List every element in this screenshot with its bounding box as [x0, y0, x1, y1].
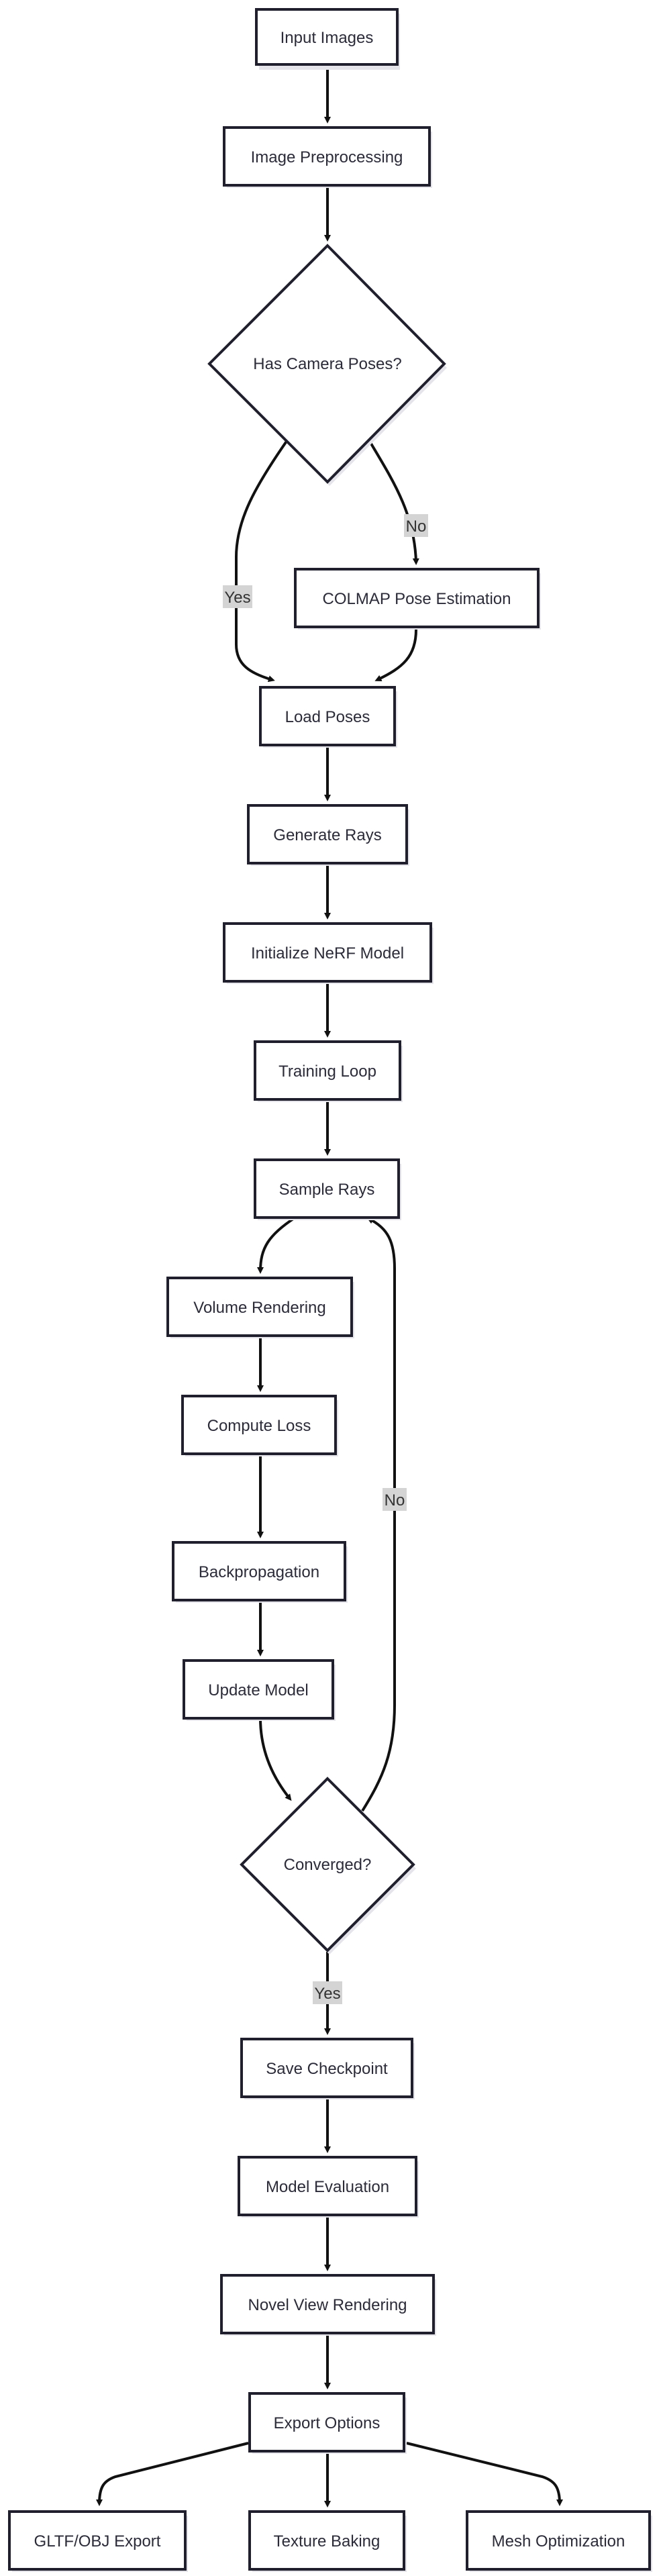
- node-initialize-nerf-model: Initialize NeRF Model: [223, 922, 434, 984]
- node-label: Converged?: [284, 1856, 372, 1874]
- edge-label-text: No: [406, 517, 427, 536]
- node-label: Novel View Rendering: [248, 2296, 407, 2314]
- edge-export-to-gltf: [96, 2442, 249, 2506]
- node-label: Compute Loss: [207, 1417, 311, 1435]
- node-label: GLTF/OBJ Export: [34, 2532, 161, 2550]
- node-label: Texture Baking: [274, 2532, 380, 2550]
- node-label: Mesh Optimization: [492, 2532, 625, 2550]
- edge-decision-yes-to-load-poses: [235, 439, 289, 683]
- node-label: Has Camera Poses?: [253, 355, 401, 373]
- edge-decision-no-to-colmap: [368, 439, 419, 565]
- edge-label-poses-yes: Yes: [223, 585, 252, 608]
- node-label: Model Evaluation: [266, 2178, 389, 2196]
- edge-export-to-mesh-optimization: [406, 2442, 563, 2506]
- edges: [96, 64, 563, 2508]
- node-converged: Converged?: [240, 1777, 416, 1954]
- node-label: Volume Rendering: [193, 1299, 325, 1317]
- node-label: Initialize NeRF Model: [251, 944, 404, 962]
- node-label: Backpropagation: [199, 1563, 319, 1581]
- edge-label-converged-no: No: [383, 1488, 407, 1511]
- node-sample-rays: Sample Rays: [254, 1158, 401, 1220]
- edge-label-poses-no: No: [404, 514, 428, 537]
- node-label: Image Preprocessing: [251, 148, 403, 166]
- node-update-model: Update Model: [183, 1659, 336, 1721]
- node-has-camera-poses: Has Camera Poses?: [207, 244, 447, 486]
- node-label: COLMAP Pose Estimation: [322, 590, 511, 608]
- edge-converged-no-to-sample-rays: [361, 1218, 396, 1812]
- edge-labels: Yes No No Yes: [223, 514, 428, 2004]
- node-label: Update Model: [208, 1681, 308, 1699]
- nodes: Input Images Image Preprocessing Has Cam…: [8, 8, 652, 2572]
- node-backpropagation: Backpropagation: [172, 1541, 348, 1603]
- edge-label-converged-yes: Yes: [313, 1981, 342, 2004]
- edge-sample-rays-to-volume-rendering: [257, 1216, 297, 1274]
- node-label: Load Poses: [285, 708, 370, 726]
- edge-label-text: Yes: [224, 589, 250, 607]
- node-colmap-pose-estimation: COLMAP Pose Estimation: [294, 568, 541, 630]
- node-compute-loss: Compute Loss: [181, 1395, 338, 1456]
- node-label: Sample Rays: [279, 1181, 375, 1199]
- node-training-loop: Training Loop: [254, 1040, 403, 1102]
- node-label: Export Options: [274, 2414, 380, 2432]
- node-volume-rendering: Volume Rendering: [166, 1277, 354, 1338]
- node-mesh-optimization: Mesh Optimization: [466, 2510, 652, 2572]
- node-label: Input Images: [281, 29, 374, 47]
- node-label: Generate Rays: [273, 826, 381, 844]
- edge-colmap-to-load-poses: [374, 629, 417, 681]
- node-label: Save Checkpoint: [266, 2060, 388, 2078]
- node-image-preprocessing: Image Preprocessing: [223, 126, 432, 188]
- edge-update-model-to-converged: [259, 1718, 292, 1801]
- node-input-images: Input Images: [255, 8, 400, 70]
- node-load-poses: Load Poses: [259, 686, 397, 748]
- node-gltf-obj-export: GLTF/OBJ Export: [8, 2510, 188, 2572]
- edge-label-text: Yes: [314, 1985, 340, 2003]
- node-texture-baking: Texture Baking: [248, 2510, 407, 2572]
- node-novel-view-rendering: Novel View Rendering: [220, 2274, 436, 2336]
- node-export-options: Export Options: [248, 2392, 407, 2454]
- node-label: Training Loop: [278, 1062, 376, 1081]
- edge-label-text: No: [385, 1491, 405, 1509]
- node-save-checkpoint: Save Checkpoint: [240, 2038, 415, 2099]
- node-model-evaluation: Model Evaluation: [238, 2156, 419, 2218]
- node-generate-rays: Generate Rays: [247, 804, 409, 866]
